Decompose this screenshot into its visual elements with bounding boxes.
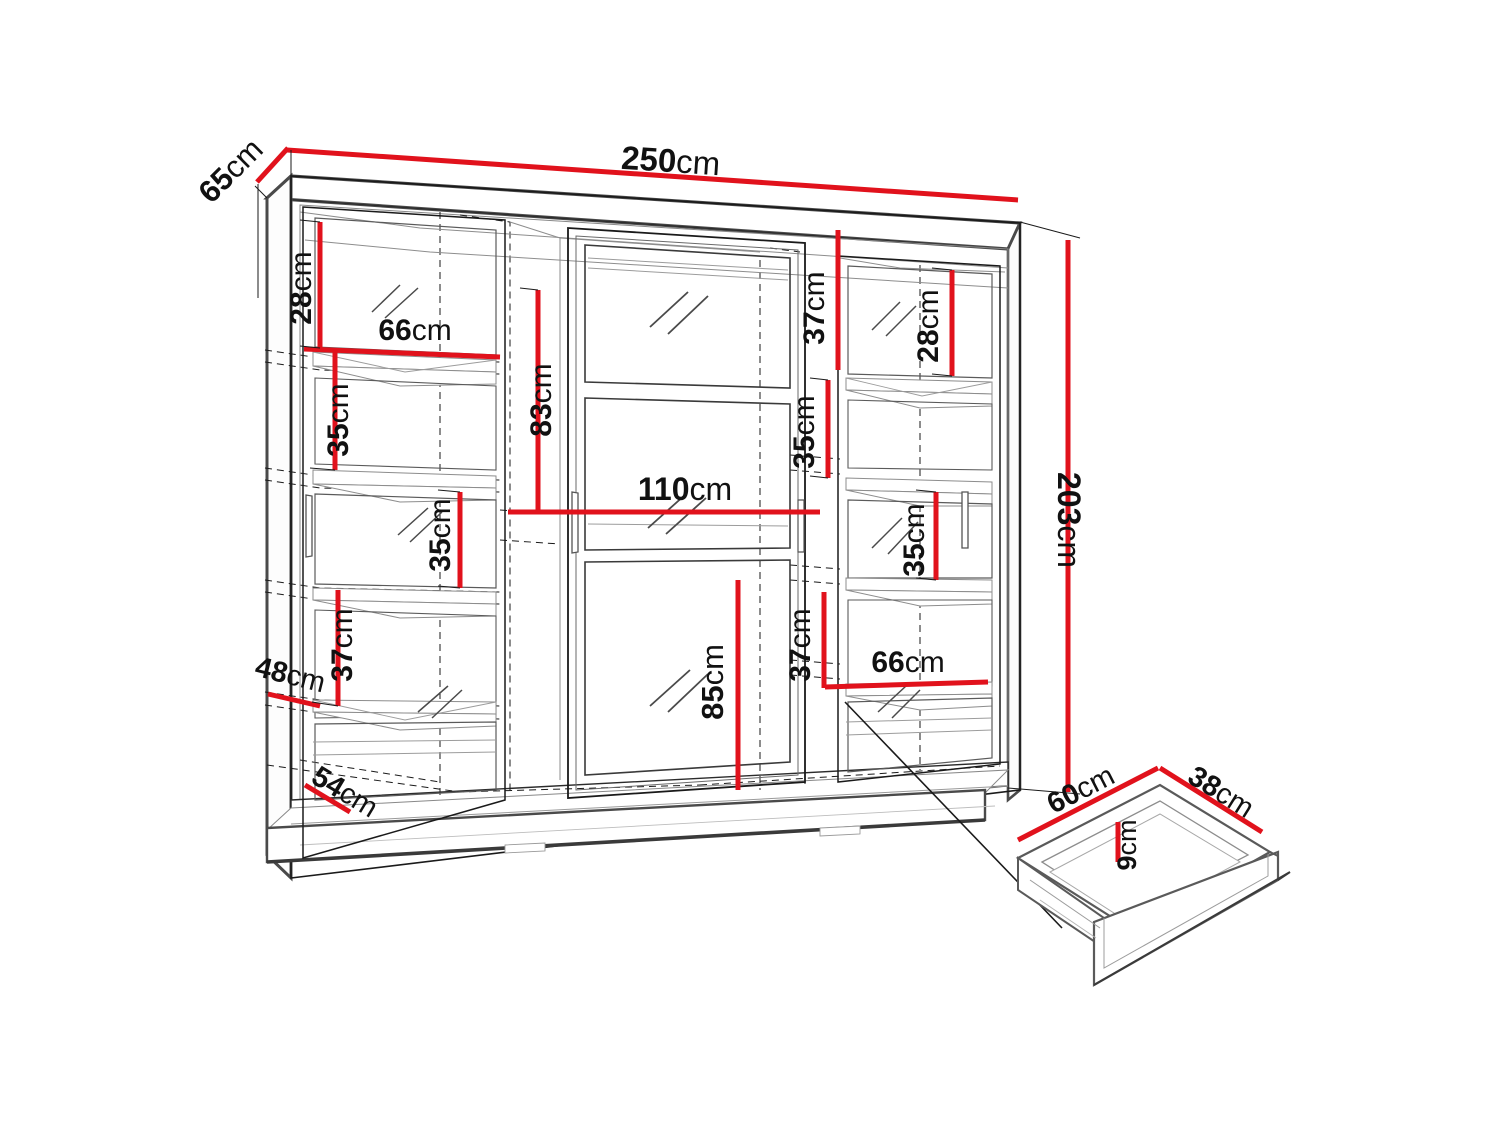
- center-door-section[interactable]: [567, 227, 806, 799]
- left-door-section[interactable]: [302, 206, 506, 859]
- right-door-section[interactable]: [837, 255, 1001, 783]
- glass-shine-left-3: [397, 507, 443, 543]
- label-left-37: 37cm: [326, 608, 359, 681]
- left-shelf-4: [312, 699, 497, 731]
- label-right-66: 66cm: [871, 646, 944, 679]
- right-glass-pane-3: [847, 499, 993, 579]
- dimline-drawer-38: [1158, 765, 1264, 835]
- dimline-drawer-60: [1016, 765, 1160, 843]
- right-glass-pane-5: [847, 697, 993, 773]
- left-shelf-1: [312, 351, 497, 387]
- drawer-dimension-lines: [1016, 765, 1264, 862]
- drawer-inner-bottom: [1049, 813, 1242, 923]
- glass-shine-left-4: [417, 685, 463, 719]
- cabinet-right-side-panel: [1006, 222, 1022, 803]
- center-glass-pane-1: [584, 244, 791, 389]
- right-glass-pane-2: [847, 399, 993, 471]
- center-door-handle[interactable]: [571, 491, 579, 554]
- cabinet-front-outline: [290, 175, 1021, 879]
- drawer-detail: [1015, 783, 1291, 987]
- label-drawer-9: 9cm: [1112, 819, 1142, 870]
- glass-shine-center-1: [649, 291, 709, 335]
- cabinet-body: [263, 172, 1023, 882]
- center-door-inner-frame: [575, 235, 799, 791]
- center-door-frame[interactable]: [567, 227, 806, 799]
- right-door-handle[interactable]: [961, 491, 969, 549]
- glass-shine-right-3: [871, 517, 919, 555]
- drawer-bottom-shadow: [1093, 871, 1291, 986]
- label-left-35-upper: 35cm: [322, 383, 355, 456]
- label-right-35-upper: 35cm: [788, 395, 821, 468]
- label-width-250: 250cm: [620, 139, 721, 182]
- label-height-203: 203cm: [1051, 472, 1087, 568]
- label-center-110: 110cm: [638, 471, 732, 507]
- glass-shine-right-1: [871, 301, 917, 337]
- left-shelf-2: [312, 469, 497, 503]
- dimension-extension-lines: [254, 150, 1081, 795]
- dimline-width-250: [286, 147, 1019, 203]
- label-right-37-lower: 37cm: [784, 608, 817, 681]
- left-door-handle[interactable]: [305, 494, 313, 558]
- glass-shine-center-3: [649, 669, 709, 713]
- right-door-frame[interactable]: [837, 255, 1001, 783]
- label-right-28: 28cm: [912, 289, 945, 362]
- glass-shine-right-5: [877, 685, 921, 719]
- center-door-handle-right[interactable]: [797, 499, 805, 553]
- label-right-35-mid: 35cm: [898, 503, 931, 576]
- label-center-85: 85cm: [695, 644, 730, 720]
- dimension-lines-group: [255, 146, 1071, 815]
- center-glass-pane-3: [584, 559, 791, 776]
- dimline-depth-65: [255, 146, 290, 184]
- label-left-66: 66cm: [378, 314, 451, 347]
- label-center-83: 83cm: [525, 363, 558, 436]
- glass-shine-left-1: [371, 284, 419, 319]
- center-glass-pane-2: [584, 397, 791, 551]
- right-shelf-2: [845, 477, 993, 507]
- left-glass-pane-5: [314, 721, 497, 801]
- dimline-right-66: [824, 679, 989, 690]
- left-glass-pane-3: [314, 493, 497, 589]
- label-right-37-top: 37cm: [798, 271, 831, 344]
- label-left-28: 28cm: [285, 251, 318, 324]
- label-left-35-mid: 35cm: [424, 498, 457, 571]
- dimline-left-54: [303, 782, 352, 815]
- right-glass-pane-1: [847, 265, 993, 379]
- dimline-left-48: [267, 691, 321, 709]
- drawer-right-edge: [1269, 851, 1279, 880]
- drawer-front-inner-edge: [1103, 855, 1269, 969]
- left-door-frame[interactable]: [302, 206, 506, 859]
- left-glass-pane-2: [314, 377, 497, 471]
- interior-perspective-lines: [299, 211, 1009, 780]
